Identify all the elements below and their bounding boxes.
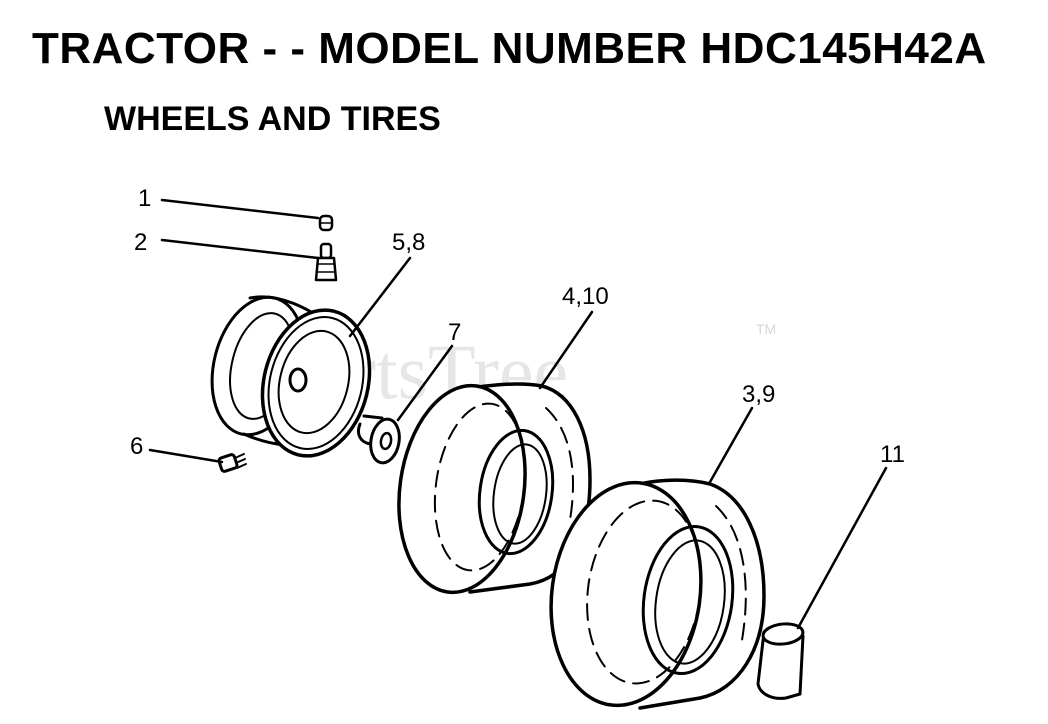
front-tire-part[interactable] <box>386 377 592 600</box>
valve-cap-part[interactable] <box>318 214 334 232</box>
callout-2: 2 <box>134 229 147 256</box>
callout-6: 6 <box>130 433 143 460</box>
callout-1: 1 <box>138 185 151 212</box>
hub-cap-part[interactable] <box>756 622 805 700</box>
rear-tire-part[interactable] <box>537 473 766 715</box>
bushing-part[interactable] <box>356 414 402 465</box>
leader-lines <box>148 198 888 630</box>
watermark-trademark: TM <box>756 321 776 337</box>
page-title: TRACTOR - - MODEL NUMBER HDC145H42A <box>32 24 987 73</box>
bolt-part[interactable] <box>217 453 247 473</box>
callout-3-9: 3,9 <box>742 381 775 408</box>
callout-4-10: 4,10 <box>562 283 609 310</box>
callout-11: 11 <box>880 441 905 468</box>
callout-5-8: 5,8 <box>392 229 425 256</box>
valve-stem-part[interactable] <box>314 242 338 282</box>
wheel-rim-part[interactable] <box>198 287 384 467</box>
callout-7: 7 <box>448 319 461 346</box>
section-title: WHEELS AND TIRES <box>104 100 441 138</box>
